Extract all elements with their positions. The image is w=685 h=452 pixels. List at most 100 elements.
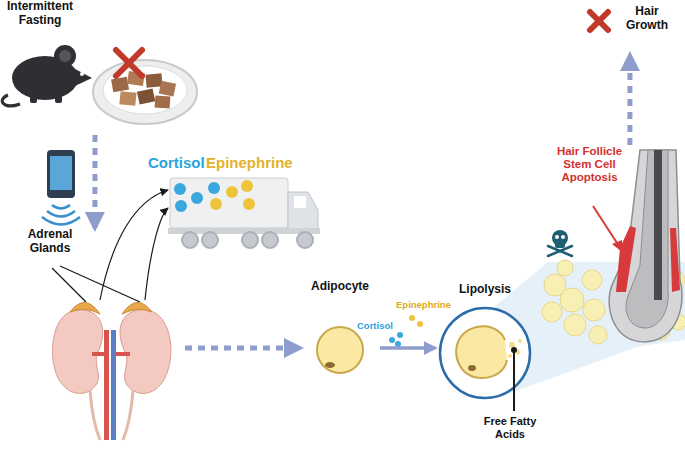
kidney-drawing bbox=[92, 352, 106, 356]
flow-arrow bbox=[185, 346, 300, 351]
secretion-arrow bbox=[100, 190, 168, 300]
adrenal-panel: Adrenal Glands bbox=[15, 228, 185, 445]
cross-mark bbox=[116, 50, 142, 76]
hormone-dots bbox=[210, 198, 222, 210]
skull-icon bbox=[548, 246, 572, 256]
truck-icon bbox=[182, 232, 313, 248]
cross-mark bbox=[116, 50, 142, 76]
phone-icon bbox=[42, 150, 80, 225]
hair-follicle bbox=[609, 150, 682, 342]
fat-tissue bbox=[542, 302, 562, 322]
truck-icon bbox=[288, 192, 318, 230]
fat-tissue bbox=[564, 314, 586, 336]
kidney-drawing bbox=[111, 330, 116, 440]
skull-icon bbox=[561, 235, 565, 239]
lipolysis-circle bbox=[456, 326, 507, 378]
hair-follicle bbox=[670, 228, 680, 292]
node-title: Adipocyte bbox=[300, 280, 380, 294]
phone-icon bbox=[42, 205, 80, 225]
kidney-drawing bbox=[53, 302, 171, 440]
kidney-drawing bbox=[53, 310, 103, 394]
hormone-dots bbox=[389, 337, 395, 343]
mouse-icon bbox=[59, 50, 71, 62]
fasting-panel: Intermittent Fasting bbox=[0, 0, 200, 135]
skull-icon bbox=[548, 246, 572, 256]
cross-mark bbox=[590, 12, 608, 30]
fat-tissue bbox=[589, 326, 607, 344]
fat-tissue bbox=[582, 270, 602, 290]
truck-icon bbox=[242, 232, 258, 248]
adipocyte-cell bbox=[317, 327, 363, 373]
kidney-drawing bbox=[122, 302, 152, 314]
food-plate bbox=[155, 96, 171, 109]
pointer-arrow bbox=[593, 206, 619, 246]
phone-icon bbox=[52, 205, 70, 209]
food-plate bbox=[119, 91, 136, 106]
food-plate bbox=[111, 77, 129, 93]
hormone-dots bbox=[174, 180, 255, 212]
leader-line bbox=[60, 266, 140, 302]
skull-icon bbox=[555, 242, 565, 248]
leader-line bbox=[52, 266, 140, 302]
mouse-icon bbox=[55, 95, 62, 103]
follicle-panel: Hair Follicle Stem Cell Apoptosis bbox=[540, 145, 685, 345]
pointer-arrow bbox=[593, 206, 622, 252]
hormone-label: Cortisol bbox=[357, 321, 393, 332]
leader-line bbox=[52, 268, 86, 302]
kidney-drawing bbox=[120, 310, 171, 394]
leader-line bbox=[513, 350, 515, 411]
lipolysis-circle bbox=[518, 339, 522, 343]
node-title: Adrenal Glands bbox=[15, 228, 85, 256]
kidney-drawing bbox=[90, 390, 100, 440]
hair-follicle bbox=[654, 150, 662, 300]
skull-icon bbox=[548, 246, 572, 256]
truck-icon bbox=[297, 232, 313, 248]
hormone-dots bbox=[226, 186, 238, 198]
mouse-icon bbox=[2, 45, 92, 106]
food-plate bbox=[93, 60, 197, 124]
food-plate bbox=[159, 81, 176, 97]
skull-icon bbox=[548, 230, 572, 256]
hormone-dots bbox=[208, 182, 220, 194]
node-title: Hair Growth bbox=[616, 5, 678, 33]
hormone-dots bbox=[417, 321, 423, 327]
lipolysis-circle bbox=[440, 308, 530, 398]
secretion-arrow bbox=[145, 208, 168, 300]
adipocyte-cell bbox=[317, 327, 363, 373]
node-title: Lipolysis bbox=[435, 283, 535, 297]
lipolysis-circle bbox=[440, 308, 530, 398]
hormone-dots bbox=[243, 198, 255, 210]
callout-label: Free Fatty Acids bbox=[480, 415, 540, 440]
secretion-arrow bbox=[100, 190, 168, 300]
phone-icon bbox=[50, 156, 72, 190]
hormone-dots bbox=[241, 180, 253, 192]
food-plate bbox=[93, 60, 197, 124]
truck-icon bbox=[262, 232, 278, 248]
lipolysis-circle bbox=[468, 365, 476, 371]
cross-mark bbox=[116, 50, 142, 76]
node-title: Hair Follicle Stem Cell Apoptosis bbox=[542, 145, 637, 185]
hormone-dots bbox=[409, 315, 415, 321]
hormone-label: Epinephrine bbox=[396, 300, 451, 311]
node-title: Intermittent Fasting bbox=[0, 0, 80, 28]
fat-tissue bbox=[583, 299, 605, 321]
truck-icon bbox=[168, 178, 320, 248]
fat-tissue bbox=[560, 288, 584, 312]
hair-follicle bbox=[616, 226, 636, 292]
flow-arrow bbox=[627, 55, 632, 145]
truck-icon bbox=[182, 232, 198, 248]
lipolysis-circle bbox=[508, 354, 512, 358]
hormone-dots bbox=[397, 332, 403, 338]
kidney-drawing bbox=[123, 390, 133, 440]
mouse-icon bbox=[80, 72, 84, 76]
skull-icon bbox=[555, 235, 559, 239]
cross-mark bbox=[590, 12, 608, 30]
fat-tissue bbox=[557, 260, 573, 276]
mouse-icon bbox=[2, 95, 20, 106]
phone-icon bbox=[47, 211, 75, 217]
truck-icon bbox=[170, 178, 288, 228]
hair-growth-panel: Hair Growth bbox=[590, 5, 680, 55]
